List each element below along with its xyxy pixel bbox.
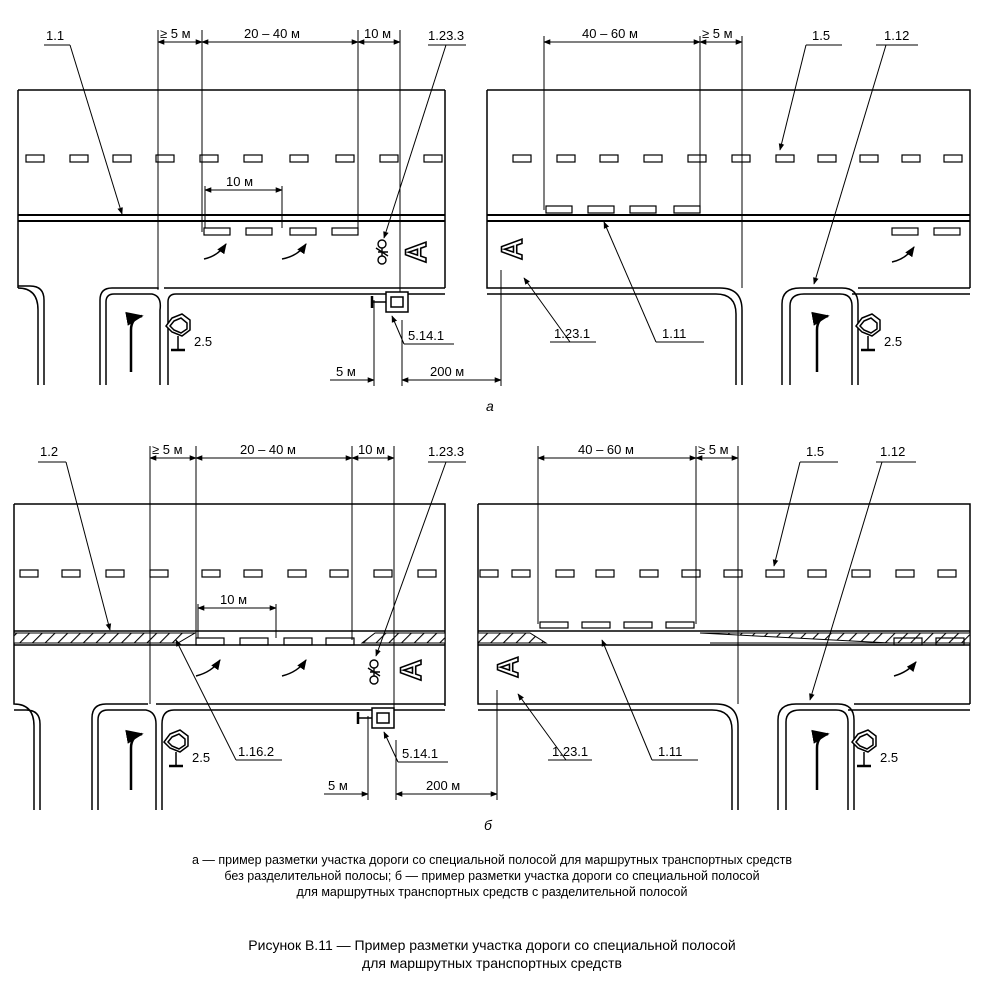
turn-arrow-icon xyxy=(811,311,830,372)
dim-ge5-right: ≥ 5 м xyxy=(702,26,733,41)
merge-arrow-icon xyxy=(281,659,307,677)
dim-ge5: ≥ 5 м xyxy=(152,442,183,457)
sign-5-14-1-a xyxy=(370,291,409,313)
lane-line-1-1 xyxy=(18,214,445,222)
label-1-11: 1.11 xyxy=(662,326,686,341)
dim-20-40: 20 – 40 м xyxy=(244,26,300,41)
stop-sign-2-5-b-right xyxy=(851,729,877,768)
side-road-a xyxy=(99,287,445,385)
bus-letter-marking: А xyxy=(395,659,428,681)
label-1-23-3: 1.23.3 xyxy=(428,444,464,459)
merge-arrow-icon xyxy=(203,243,227,260)
label-1-5: 1.5 xyxy=(806,444,824,459)
bus-letter-marking: А xyxy=(492,656,525,678)
separator-hatch-1-2 xyxy=(13,632,197,644)
dim-10: 10 м xyxy=(358,442,385,457)
dim-200: 200 м xyxy=(430,364,464,379)
turn-arrow-icon xyxy=(125,729,144,790)
dimension-lines-a xyxy=(157,30,743,386)
leader-lines-b xyxy=(38,461,916,763)
figure-a xyxy=(17,30,971,386)
sign-5-14-1-b xyxy=(356,707,395,729)
lane-line-right-a xyxy=(487,214,970,222)
note-line: а — пример разметки участка дороги со сп… xyxy=(191,853,793,867)
label-1-1: 1.1 xyxy=(46,28,64,43)
label-1-11: 1.11 xyxy=(658,744,682,759)
road-edge-b-left xyxy=(13,503,446,810)
label-1-12: 1.12 xyxy=(880,444,905,459)
marking-1-11-dashes-b xyxy=(539,621,695,629)
merge-arrow-icon xyxy=(893,661,917,677)
bicycle-marking-icon xyxy=(367,659,381,685)
bicycle-marking-icon xyxy=(375,239,389,265)
label-1-23-3: 1.23.3 xyxy=(428,28,464,43)
separator-hatch-mid xyxy=(360,632,446,644)
leader-lines-a xyxy=(44,44,918,345)
label-1-16-2: 1.16.2 xyxy=(238,744,274,759)
dim-ge5-right: ≥ 5 м xyxy=(698,442,729,457)
label-2-5-right: 2.5 xyxy=(880,750,898,765)
figure-a-text: ≥ 5 м 20 – 40 м 10 м 40 – 60 м ≥ 5 м 10 … xyxy=(46,26,909,414)
caption-a: а xyxy=(486,398,494,414)
dim-10: 10 м xyxy=(364,26,391,41)
label-5-14-1: 5.14.1 xyxy=(408,328,444,343)
bus-lane-dashes-b xyxy=(195,637,965,646)
dim-40-60: 40 – 60 м xyxy=(582,26,638,41)
separator-hatch-right-1 xyxy=(477,632,548,644)
label-5-14-1: 5.14.1 xyxy=(402,746,438,761)
dimension-lines-b xyxy=(149,446,739,800)
bus-lane-dashes-a xyxy=(203,227,961,236)
title-line: Рисунок В.11 — Пример разметки участка д… xyxy=(248,937,736,953)
caption-b: б xyxy=(484,817,493,833)
turn-arrow-icon xyxy=(811,729,830,790)
road-marking-diagram: ≥ 5 м 20 – 40 м 10 м 40 – 60 м ≥ 5 м 10 … xyxy=(13,26,971,833)
label-2-5-left: 2.5 xyxy=(192,750,210,765)
label-1-2: 1.2 xyxy=(40,444,58,459)
side-road-b-right xyxy=(777,703,970,810)
label-2-5-right: 2.5 xyxy=(884,334,902,349)
figure-b xyxy=(13,446,971,810)
bus-letter-marking: А xyxy=(400,241,433,263)
dim-40-60: 40 – 60 м xyxy=(578,442,634,457)
merge-arrow-icon xyxy=(281,243,307,260)
note-line: для маршрутных транспортных средств с ра… xyxy=(296,885,688,899)
road-edge-a-left-bottom xyxy=(17,285,45,385)
lane-line-b xyxy=(14,630,970,646)
turn-arrow-icon xyxy=(125,311,144,372)
merge-arrow-icon xyxy=(891,246,915,263)
figure-notes: а — пример разметки участка дороги со сп… xyxy=(0,852,984,900)
stop-sign-2-5-a-left xyxy=(165,313,191,352)
label-1-23-1: 1.23.1 xyxy=(554,326,590,341)
note-line: без разделительной полосы; б — пример ра… xyxy=(224,869,760,883)
label-1-5: 1.5 xyxy=(812,28,830,43)
label-1-23-1: 1.23.1 xyxy=(552,744,588,759)
road-edge-a-left xyxy=(17,89,446,288)
separator-hatch-right-2 xyxy=(699,632,971,644)
merge-arrow-icon xyxy=(195,659,221,677)
marking-1-11-dashes-a xyxy=(545,205,701,214)
bus-letter-marking: А xyxy=(496,238,529,260)
title-line: для маршрутных транспортных средств xyxy=(362,955,622,971)
label-2-5-left: 2.5 xyxy=(194,334,212,349)
side-road-a-right xyxy=(781,287,970,385)
dim-5: 5 м xyxy=(328,778,348,793)
label-1-12: 1.12 xyxy=(884,28,909,43)
center-dashes-b xyxy=(19,569,957,578)
dim-ge5: ≥ 5 м xyxy=(160,26,191,41)
dim-20-40: 20 – 40 м xyxy=(240,442,296,457)
stop-sign-2-5-a-right xyxy=(855,313,881,352)
figure-title: Рисунок В.11 — Пример разметки участка д… xyxy=(0,936,984,972)
dim-inner-10: 10 м xyxy=(220,592,247,607)
stop-sign-2-5-b-left xyxy=(163,729,189,768)
dim-inner-10: 10 м xyxy=(226,174,253,189)
center-dashes-a xyxy=(25,154,963,163)
figure-b-text: ≥ 5 м 20 – 40 м 10 м 40 – 60 м ≥ 5 м 10 … xyxy=(40,442,905,833)
dim-200: 200 м xyxy=(426,778,460,793)
dim-5: 5 м xyxy=(336,364,356,379)
side-road-b xyxy=(91,703,445,810)
